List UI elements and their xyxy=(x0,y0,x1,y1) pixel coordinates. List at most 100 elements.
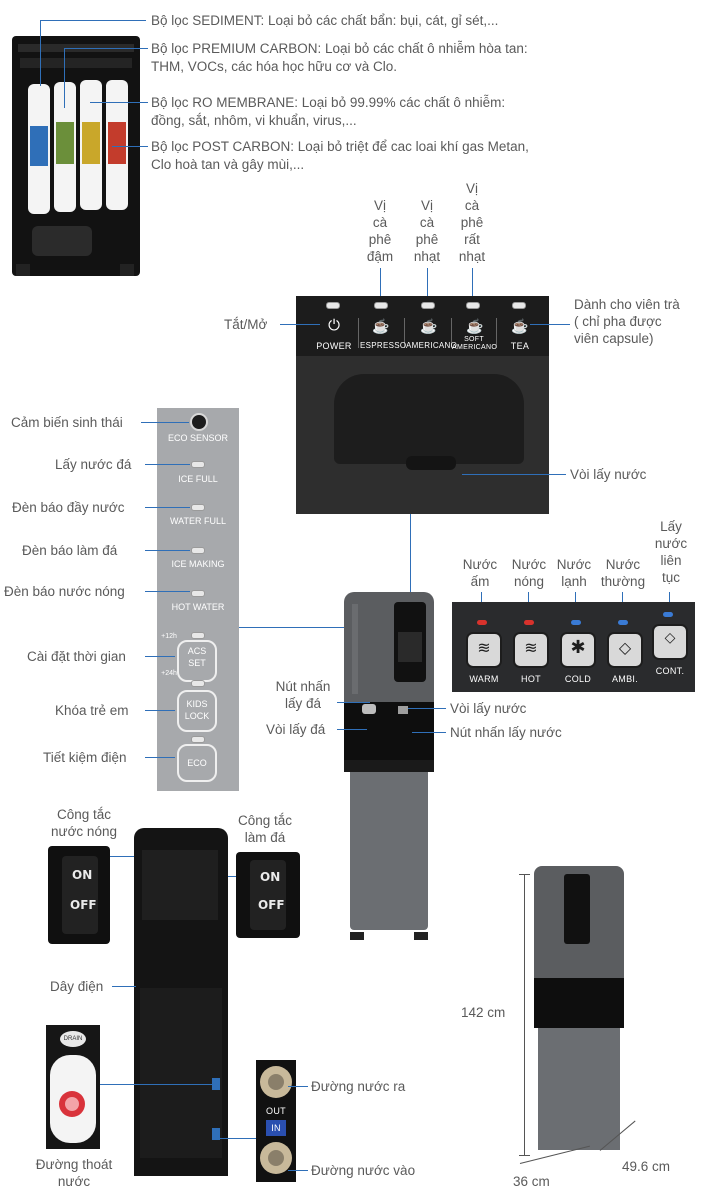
water-button-callout: Nút nhấn lấy nước xyxy=(450,725,562,740)
ice-switch-on: ON xyxy=(260,870,281,884)
out-label: OUT xyxy=(266,1106,286,1116)
tea-button-label: TEA xyxy=(510,341,530,351)
ice-spout-callout: Vòi lấy đá xyxy=(266,722,326,737)
premium-carbon-filter-label-2: THM, VOCs, các hóa học hữu cơ và Clo. xyxy=(151,59,397,74)
eco-sensor-callout: Cảm biến sinh thái xyxy=(11,415,123,430)
width-label: 36 cm xyxy=(513,1174,550,1189)
power-icon[interactable]: ⏻ xyxy=(328,317,340,334)
warm-label: WARM xyxy=(469,674,499,684)
filter-cabinet-photo xyxy=(12,36,140,276)
water-full-label: WATER FULL xyxy=(169,516,226,526)
americano-cup-icon[interactable]: ☕ xyxy=(420,318,438,334)
eco-sensor-label: ECO SENSOR xyxy=(167,433,228,443)
soft-americano-label-1: SOFT xyxy=(464,336,484,343)
dispenser-machine xyxy=(344,592,434,940)
tea-cup-icon[interactable]: ☕ xyxy=(511,318,529,334)
warm-steam-icon: ≋ xyxy=(477,638,491,657)
hot-label: HOT xyxy=(521,674,541,684)
hot-switch-on: ON xyxy=(72,868,93,882)
ro-membrane-filter-label-2: đồng, sắt, nhôm, vi khuẩn, virus,... xyxy=(151,113,357,128)
power-button-label: POWER xyxy=(316,341,352,351)
coffee-panel-photo: ⏻ ☕ ☕ ☕ ☕ POWER ESPRESSO AMERICANO SOFT … xyxy=(296,296,549,514)
kids-lock-label-1: KIDS xyxy=(186,699,208,709)
espresso-cup-icon[interactable]: ☕ xyxy=(372,318,390,334)
in-label: IN xyxy=(271,1123,281,1133)
acs-label-1: ACS xyxy=(187,646,207,656)
plus-12h-label: +12h xyxy=(161,633,177,640)
cold-button[interactable] xyxy=(560,632,596,668)
water-ports-photo: OUT IN xyxy=(256,1060,296,1182)
power-callout: Tắt/Mở xyxy=(224,317,268,332)
cable-callout: Dây điện xyxy=(50,979,104,994)
eco-sensor-icon xyxy=(190,413,208,431)
side-control-panel: ECO SENSOR ICE FULL WATER FULL ICE MAKIN… xyxy=(157,408,239,791)
hot-water-callout: Đèn báo nước nóng xyxy=(4,584,125,599)
child-lock-callout: Khóa trẻ em xyxy=(55,703,129,718)
outlet-callout: Đường nước ra xyxy=(311,1079,406,1094)
eco-callout: Tiết kiệm điện xyxy=(43,750,127,765)
kids-lock-button[interactable] xyxy=(177,690,217,732)
drain-port-photo: DRAIN xyxy=(46,1025,100,1149)
cold-label: COLD xyxy=(564,674,592,684)
cont-button[interactable] xyxy=(652,624,688,660)
ice-full-label: ICE FULL xyxy=(178,474,218,484)
americano-button-label: AMERICANO xyxy=(406,341,458,350)
hot-led xyxy=(524,620,534,625)
sediment-filter-label: Bộ lọc SEDIMENT: Loại bỏ các chất bẩn: b… xyxy=(151,13,499,28)
height-label: 142 cm xyxy=(461,1005,506,1020)
depth-label: 49.6 cm xyxy=(622,1159,671,1174)
ice-making-callout: Đèn báo làm đá xyxy=(22,543,118,558)
ambi-label: AMBI. xyxy=(611,674,638,684)
acs-label-2: SET xyxy=(188,658,206,668)
dimension-machine-photo xyxy=(530,860,630,1160)
hot-water-label: HOT WATER xyxy=(171,602,225,612)
water-spout-callout: Vòi lấy nước xyxy=(450,701,527,716)
drain-cap-icon: DRAIN xyxy=(60,1031,86,1047)
water-panel: ≋ ≋ ✱ ◇ ◇ WARM HOT COLD AMBI. CONT. xyxy=(452,602,695,692)
warm-button[interactable] xyxy=(466,632,502,668)
water-drop-icon: ◇ xyxy=(618,638,632,657)
warm-led xyxy=(477,620,487,625)
hot-water-switch[interactable]: ON OFF xyxy=(48,846,110,944)
cont-label: CONT. xyxy=(655,666,685,676)
ice-switch-off: OFF xyxy=(258,898,285,912)
ice-making-label: ICE MAKING xyxy=(171,559,225,569)
hot-steam-icon: ≋ xyxy=(524,638,538,657)
post-carbon-filter-label-2: Clo hoà tan và gây mùi,... xyxy=(151,157,305,172)
soft-americano-cup-icon[interactable]: ☕ xyxy=(466,318,484,334)
cont-led xyxy=(663,612,673,617)
cold-led xyxy=(571,620,581,625)
premium-carbon-filter-label-1: Bộ lọc PREMIUM CARBON: Loại bỏ các chất … xyxy=(151,41,528,56)
double-drop-icon: ◇ xyxy=(664,630,676,646)
hot-switch-off: OFF xyxy=(70,898,97,912)
plus-24h-label: +24h xyxy=(161,670,177,677)
soft-americano-label-2: AMERICANO xyxy=(452,344,498,351)
inlet-callout: Đường nước vào xyxy=(311,1163,416,1178)
ambi-led xyxy=(618,620,628,625)
kids-lock-label-2: LOCK xyxy=(184,711,210,721)
timer-callout: Cài đặt thời gian xyxy=(27,649,126,664)
machine-back-photo xyxy=(134,828,228,1176)
ambi-button[interactable] xyxy=(607,632,643,668)
snowflake-icon: ✱ xyxy=(570,637,586,658)
coffee-spout-callout: Vòi lấy nước xyxy=(570,467,647,482)
ice-full-callout: Lấy nước đá xyxy=(55,457,132,472)
eco-button[interactable] xyxy=(177,744,217,782)
ice-making-switch[interactable]: ON OFF xyxy=(236,852,300,938)
hot-button[interactable] xyxy=(513,632,549,668)
eco-label: ECO xyxy=(187,758,207,768)
post-carbon-filter-label-1: Bộ lọc POST CARBON: Loại bỏ triệt để cac… xyxy=(151,139,529,154)
